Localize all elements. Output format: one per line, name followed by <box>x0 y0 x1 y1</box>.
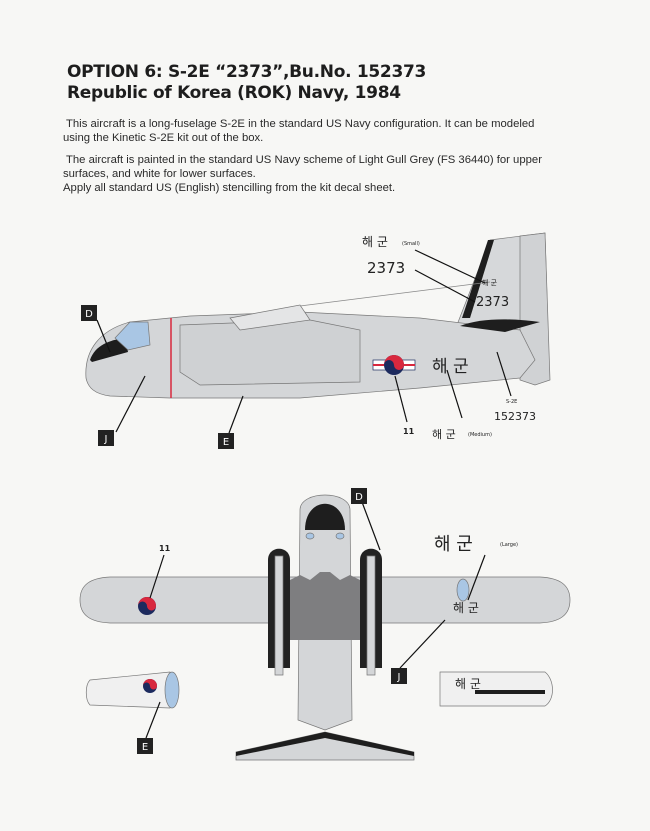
callout-large-note: (Large) <box>500 542 518 548</box>
label-j: J <box>104 434 108 445</box>
title-line-2: Republic of Korea (ROK) Navy, 1984 <box>67 83 401 103</box>
callout-small-korean: 해 군 <box>362 235 388 249</box>
label-e: E <box>142 742 148 753</box>
callout-small-note: (Small) <box>402 241 420 247</box>
description-paragraph-1: This aircraft is a long-fuselage S-2E in… <box>63 117 603 145</box>
fuselage-korean-text: 해 군 <box>432 357 469 377</box>
label-box-d-side: D <box>81 305 97 321</box>
plan-view-aircraft <box>79 494 571 761</box>
text-line: The aircraft is painted in the standard … <box>66 154 542 166</box>
text-line: surfaces, and white for lower surfaces. <box>63 168 256 180</box>
callout-medium-korean: 해 군 <box>432 427 456 441</box>
plan-view-callouts <box>145 501 486 739</box>
label-box-e-side: E <box>218 433 234 449</box>
label-e: E <box>223 437 229 448</box>
roundel-label: 11 <box>159 544 171 553</box>
text-line: using the Kinetic S-2E kit out of the bo… <box>63 132 264 144</box>
side-view-aircraft <box>85 232 551 399</box>
wing-korean-text: 해 군 <box>453 601 479 615</box>
label-box-e-plan: E <box>137 738 153 754</box>
wingtip-korean-text: 해 군 <box>455 677 481 691</box>
roundel-label: 11 <box>403 427 415 436</box>
tail-code-text: 2373 <box>476 295 509 310</box>
tail-korean-text: 해 군 <box>482 278 498 287</box>
label-box-d-plan: D <box>351 488 367 504</box>
callout-buno: 152373 <box>494 410 536 423</box>
side-view-callouts <box>96 249 512 434</box>
label-box-j-side: J <box>98 430 114 446</box>
text-line: Apply all standard US (English) stencill… <box>63 182 396 194</box>
callout-large-korean: 해 군 <box>434 534 473 555</box>
callout-type: S-2E <box>506 399 517 405</box>
callout-code: 2373 <box>367 259 405 277</box>
label-d: D <box>85 309 93 320</box>
text-line: This aircraft is a long-fuselage S-2E in… <box>66 118 535 130</box>
title-line-1: OPTION 6: S-2E “2373”,Bu.No. 152373 <box>67 62 427 82</box>
label-j: J <box>397 672 401 683</box>
label-d: D <box>355 492 363 503</box>
callout-medium-note: (Medium) <box>468 432 492 438</box>
label-box-j-plan: J <box>391 668 407 684</box>
description-paragraph-2: The aircraft is painted in the standard … <box>63 153 603 195</box>
